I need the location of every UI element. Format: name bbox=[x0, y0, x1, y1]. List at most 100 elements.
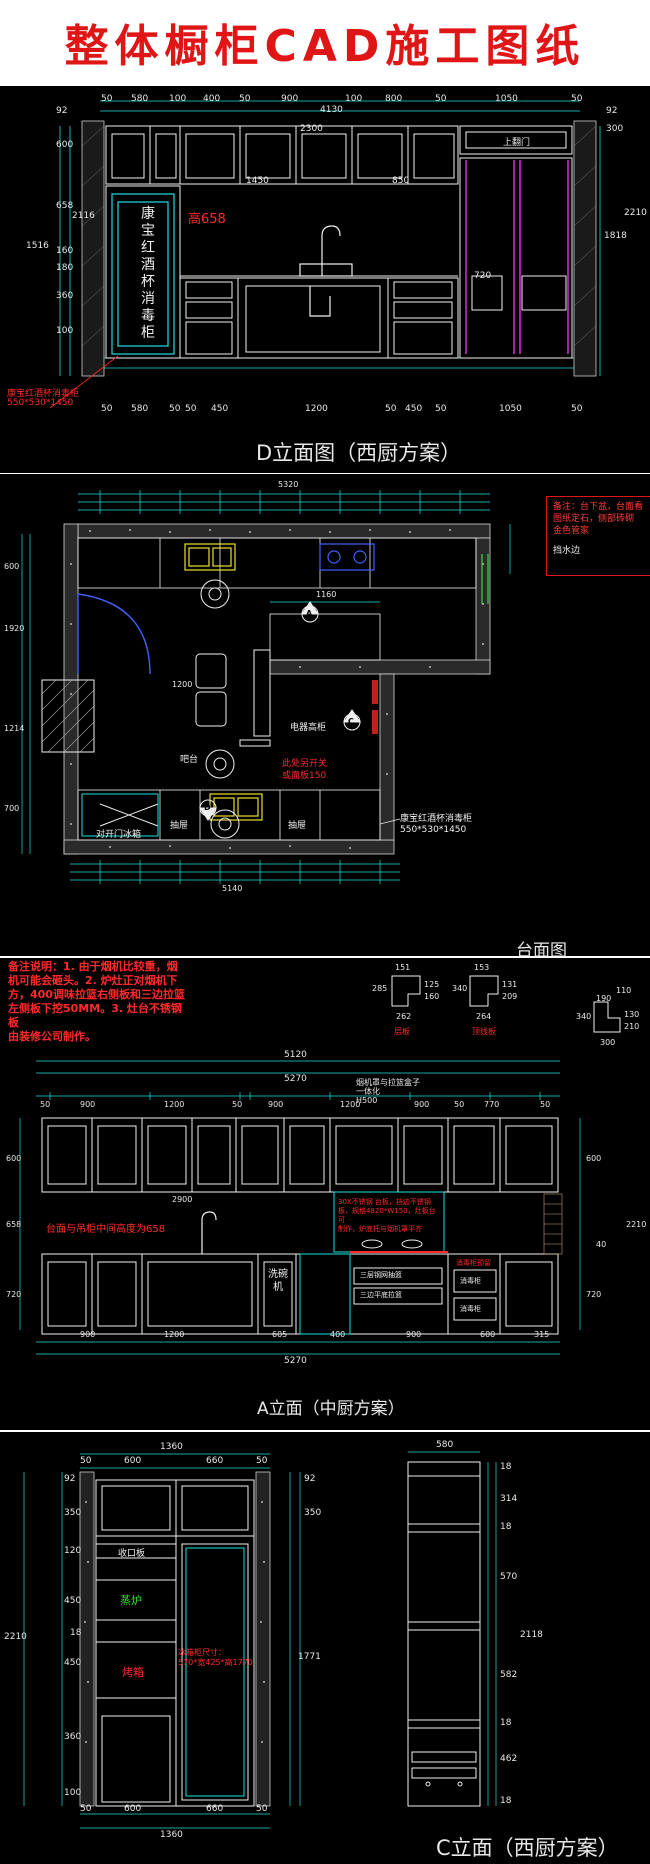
dim-label: 600 bbox=[124, 1804, 142, 1814]
dim-label: 600 bbox=[480, 1330, 496, 1339]
profile3-dim: 130 bbox=[624, 1010, 640, 1019]
d-total-top: 4130 bbox=[320, 105, 343, 115]
dim-label: 50 bbox=[435, 94, 447, 104]
note-line: 图纸定石，侧部砖砌 bbox=[553, 514, 635, 524]
section-marker-d: D bbox=[204, 803, 211, 812]
note-line: 左侧板下挖50MM。3. 灶台不锈钢板 bbox=[8, 1002, 182, 1029]
note-line: 备注：台下盆，台面看 bbox=[553, 502, 644, 512]
left-dim: 450 bbox=[64, 1658, 82, 1668]
c-bottom-dims: 50 600 660 50 bbox=[80, 1804, 270, 1816]
a-total-top2: 5270 bbox=[284, 1074, 307, 1084]
fridge-size-note: 冰箱柜尺寸： 570*宽425*高1770 bbox=[178, 1648, 288, 1668]
note-line: 由装修公司制作。 bbox=[8, 1030, 96, 1043]
left-dim: 350 bbox=[64, 1508, 82, 1518]
page-title: 整体橱柜CAD施工图纸 bbox=[64, 21, 586, 72]
dim-label: 900 bbox=[268, 1100, 284, 1109]
note-line: 制作，炉底托与烟机罩平齐 bbox=[338, 1225, 422, 1233]
dim-label: 50 bbox=[232, 1100, 243, 1109]
a-bottom-dims: 900 1200 605 400 900 600 315 bbox=[36, 1330, 556, 1342]
plan-dim-1160: 1160 bbox=[316, 590, 337, 599]
profile1-dim: 285 bbox=[372, 984, 388, 993]
dim-label: 50 bbox=[185, 404, 197, 414]
dim-label: 50 bbox=[239, 94, 251, 104]
upper-flip-door-label: 上翻门 bbox=[503, 138, 531, 148]
left-dim: 360 bbox=[64, 1732, 82, 1742]
right-dim: 40 bbox=[596, 1240, 607, 1249]
dim-label: 450 bbox=[211, 404, 229, 414]
drawer2-label: 三边平底拉篮 bbox=[360, 1291, 402, 1299]
profile2-dim: 153 bbox=[474, 963, 490, 972]
height-note: 高658 bbox=[188, 212, 226, 227]
left-dim: 180 bbox=[56, 263, 74, 273]
drawer1-label: 三层钢网抽篮 bbox=[360, 1271, 402, 1279]
countertop-note-box: 备注：台下盆，台面看 图纸定石，侧部砖砌 金色管家 挡水边 bbox=[546, 496, 650, 576]
appliance-size: 550*530*1450 bbox=[7, 398, 74, 408]
fridge-dim: 720 bbox=[474, 271, 492, 281]
note-line: 康宝红酒杯消毒柜 bbox=[400, 814, 473, 824]
note-line: H500 bbox=[356, 1096, 378, 1105]
plan-appliance-note: 康宝红酒杯消毒柜 550*530*1450 bbox=[400, 814, 472, 836]
dim-label: 1200 bbox=[340, 1100, 361, 1109]
d-top-dims: 50 580 100 400 50 900 100 800 50 1050 50 bbox=[99, 94, 583, 106]
drawer-label-2: 抽屉 bbox=[288, 821, 307, 831]
dim-label: 100 bbox=[345, 94, 363, 104]
left-dim: 600 bbox=[6, 1154, 22, 1163]
note-line: 备注说明：1. 由于烟机比较重，烟 bbox=[8, 960, 178, 973]
profile2-dim: 209 bbox=[502, 992, 518, 1001]
a-elevation-drawing bbox=[19, 975, 621, 1355]
a-bottom-total: 5270 bbox=[284, 1356, 307, 1366]
right-dim: 600 bbox=[586, 1154, 602, 1163]
note-line: 550*530*1450 bbox=[400, 825, 467, 835]
c-elevation-caption: C立面（西厨方案） bbox=[436, 1836, 619, 1860]
dim-label: 50 bbox=[169, 404, 181, 414]
bar-label: 吧台 bbox=[180, 755, 199, 765]
tray-label: 收口板 bbox=[118, 1549, 146, 1559]
countertop-plan-panel: 备注：台下盆，台面看 图纸定石，侧部砖砌 金色管家 挡水边 5320 1160 … bbox=[0, 474, 650, 956]
right-dim: 300 bbox=[606, 124, 624, 134]
note-line: 一体化 bbox=[356, 1087, 380, 1096]
char: 宝 bbox=[141, 223, 155, 239]
dim-label: 400 bbox=[330, 1330, 346, 1339]
c-top-total: 1360 bbox=[160, 1442, 183, 1452]
char: 杯 bbox=[141, 274, 155, 290]
char: 柜 bbox=[141, 325, 155, 341]
dim-label: 50 bbox=[454, 1100, 465, 1109]
note-line: 金色管家 bbox=[553, 526, 590, 536]
dim-label: 50 bbox=[540, 1100, 551, 1109]
left-dim: 120 bbox=[64, 1546, 82, 1556]
c-elevation-drawing bbox=[23, 1451, 497, 1829]
dim-label: 50 bbox=[571, 404, 583, 414]
char: 消 bbox=[141, 291, 155, 307]
d-bottom-dims: 50 580 50 50 450 1200 50 450 50 1050 50 bbox=[99, 404, 583, 416]
left-total-dim: 2116 bbox=[72, 211, 95, 221]
mid-dim-1450: 1450 bbox=[246, 176, 269, 186]
note-line: 板，规格4820*W150，灶板台可 bbox=[338, 1207, 436, 1224]
dim-label: 50 bbox=[256, 1456, 268, 1466]
dim-label: 50 bbox=[40, 1100, 51, 1109]
dim-label: 900 bbox=[414, 1100, 430, 1109]
profile1-dim: 160 bbox=[424, 992, 440, 1001]
dim-label: 1200 bbox=[164, 1100, 185, 1109]
dim-label: 1200 bbox=[305, 404, 328, 414]
dim-label: 1050 bbox=[499, 404, 522, 414]
dim-2900: 2900 bbox=[172, 1195, 193, 1204]
dim-label: 450 bbox=[405, 404, 423, 414]
section-marker-a: A bbox=[306, 609, 313, 618]
right-dim: 2210 bbox=[624, 208, 647, 218]
sterilizer1-label: 消毒柜 bbox=[460, 1277, 481, 1285]
dim-label: 50 bbox=[80, 1456, 92, 1466]
char: 毒 bbox=[141, 308, 155, 324]
side-dim: 570 bbox=[500, 1572, 518, 1582]
dim-label: 900 bbox=[406, 1330, 422, 1339]
dim-label: 50 bbox=[385, 404, 397, 414]
left-dim: 658 bbox=[6, 1220, 22, 1229]
left-dim: 720 bbox=[6, 1290, 22, 1299]
dim-label: 50 bbox=[571, 94, 583, 104]
left-dim: 92 bbox=[56, 106, 68, 116]
char: 酒 bbox=[141, 257, 155, 273]
dim-label: 600 bbox=[124, 1456, 142, 1466]
a-elevation-panel: 备注说明：1. 由于烟机比较重，烟 机可能会砸头。2. 炉灶正对烟机下 方，40… bbox=[0, 958, 650, 1430]
c-elevation-panel: 1360 50 600 660 50 92 350 120 450 18 450… bbox=[0, 1432, 650, 1864]
sterilizer2-label: 消毒柜 bbox=[460, 1305, 481, 1313]
right-dim: 350 bbox=[304, 1508, 322, 1518]
